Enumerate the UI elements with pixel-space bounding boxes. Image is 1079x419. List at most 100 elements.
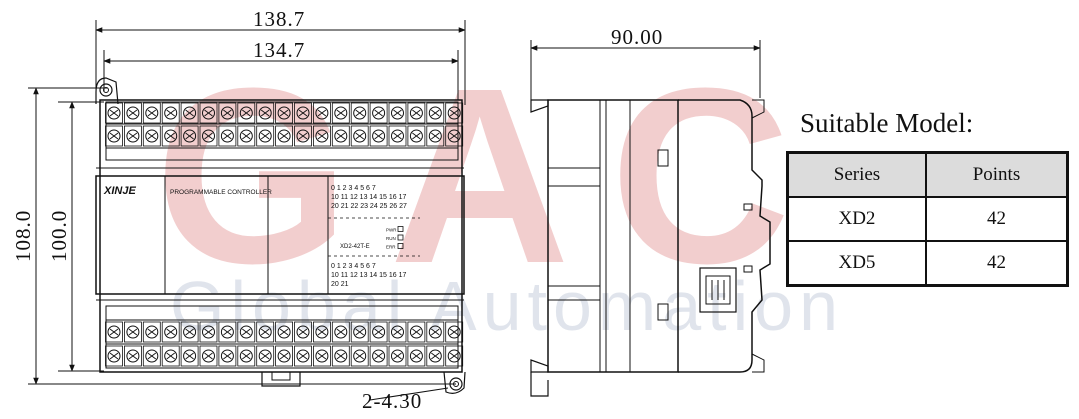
- terminal-screw: [218, 321, 237, 343]
- terminal-screw: [369, 345, 388, 367]
- terminal-screw: [426, 125, 445, 147]
- width-dimensions: [95, 20, 466, 105]
- terminal-screw: [369, 321, 388, 343]
- terminal-screw: [445, 125, 464, 147]
- indicator-row: 20 21 22 23 24 25 26 27: [331, 203, 407, 210]
- terminal-screw: [407, 345, 426, 367]
- terminal-screw: [124, 345, 142, 367]
- terminal-screw: [180, 125, 199, 147]
- terminal-screw: [275, 102, 294, 124]
- terminal-screw: [294, 345, 312, 367]
- terminal-screw: [388, 345, 407, 367]
- led-indicator: [397, 234, 404, 241]
- terminal-screw: [445, 345, 464, 367]
- header-points: Points: [924, 151, 1069, 198]
- terminal-screw: [105, 125, 123, 147]
- terminal-screw: [180, 102, 199, 124]
- mount-width-label: 134.7: [253, 38, 305, 62]
- terminal-screw: [161, 321, 180, 343]
- terminal-screw: [445, 321, 464, 343]
- terminal-screw: [275, 321, 294, 343]
- terminal-screw: [312, 102, 331, 124]
- terminal-screw: [294, 125, 312, 147]
- terminal-screw: [142, 102, 161, 124]
- overall-height-label: 108.0: [11, 210, 35, 262]
- terminal-screw: [275, 345, 294, 367]
- terminal-screw: [407, 321, 426, 343]
- terminal-screw: [369, 102, 388, 124]
- led-label: PWR: [386, 228, 397, 233]
- hole-spec-label: 2-4.30: [362, 389, 422, 413]
- cell-series: XD5: [786, 240, 927, 287]
- plc-side-view: [530, 99, 771, 397]
- terminal-screw: [256, 102, 275, 124]
- terminal-screw: [350, 345, 369, 367]
- terminal-screw: [218, 125, 237, 147]
- indicator-row: 0 1 2 3 4 5 6 7: [331, 263, 376, 270]
- terminal-screw: [180, 345, 199, 367]
- bottom-mount-hole: [449, 377, 463, 391]
- indicator-row: 20 21: [331, 281, 349, 288]
- terminal-screw: [426, 345, 445, 367]
- terminal-screw: [142, 125, 161, 147]
- terminal-screw: [426, 102, 445, 124]
- terminal-screw: [105, 345, 123, 367]
- terminal-screw: [237, 321, 256, 343]
- terminal-screw: [445, 102, 464, 124]
- terminal-screw: [105, 321, 123, 343]
- terminal-screw: [350, 125, 369, 147]
- cell-points: 42: [924, 196, 1069, 242]
- product-name: PROGRAMMABLE CONTROLLER: [170, 189, 272, 196]
- terminal-screw: [180, 321, 199, 343]
- terminal-screw: [331, 102, 350, 124]
- terminal-screw: [237, 345, 256, 367]
- input-indicator-numbers: 0 1 2 3 4 5 6 710 11 12 13 14 15 16 1720…: [331, 185, 407, 210]
- terminal-screw: [124, 125, 142, 147]
- terminal-screw: [331, 321, 350, 343]
- terminal-screw: [331, 125, 350, 147]
- output-indicator-numbers: 0 1 2 3 4 5 6 710 11 12 13 14 15 16 1720…: [331, 263, 406, 288]
- terminal-screw: [388, 102, 407, 124]
- depth-dimension: [530, 40, 761, 100]
- terminal-screw: [256, 125, 275, 147]
- overall-width-label: 138.7: [253, 7, 305, 31]
- terminal-screw: [275, 125, 294, 147]
- cell-series: XD2: [786, 196, 927, 242]
- led-label: RUN: [386, 236, 396, 241]
- terminal-screw: [218, 102, 237, 124]
- terminal-screw: [312, 321, 331, 343]
- terminal-screw: [199, 125, 218, 147]
- terminal-screw: [237, 125, 256, 147]
- terminal-screw: [294, 321, 312, 343]
- terminal-screw: [350, 102, 369, 124]
- terminal-screw: [331, 345, 350, 367]
- mount-height-label: 100.0: [47, 210, 71, 262]
- hole-leader: [369, 387, 449, 401]
- suitable-model-panel: Suitable Model: Series Points XD2 42 XD5…: [786, 108, 1072, 287]
- terminal-screw: [294, 102, 312, 124]
- terminal-screw: [124, 321, 142, 343]
- terminal-screw: [350, 321, 369, 343]
- indicator-row: 0 1 2 3 4 5 6 7: [331, 185, 376, 192]
- plc-front-view: [95, 77, 466, 394]
- model-table: Series Points XD2 42 XD5 42: [786, 151, 1069, 287]
- led-indicator: [397, 226, 404, 232]
- terminal-screw: [199, 345, 218, 367]
- terminal-screw: [312, 125, 331, 147]
- top-mount-hole: [99, 83, 113, 97]
- terminal-screw: [161, 125, 180, 147]
- led-indicator: [397, 243, 404, 249]
- terminal-screw: [199, 102, 218, 124]
- terminal-screw: [388, 321, 407, 343]
- terminal-screw: [256, 345, 275, 367]
- terminal-screw: [161, 102, 180, 124]
- terminal-screw: [142, 345, 161, 367]
- table-row: XD2 42: [786, 196, 1069, 242]
- model-code: XD2-42T-E: [340, 244, 370, 250]
- terminal-screw: [369, 125, 388, 147]
- terminal-screw: [407, 125, 426, 147]
- terminal-screw: [142, 321, 161, 343]
- terminal-screw: [199, 321, 218, 343]
- terminal-screw: [161, 345, 180, 367]
